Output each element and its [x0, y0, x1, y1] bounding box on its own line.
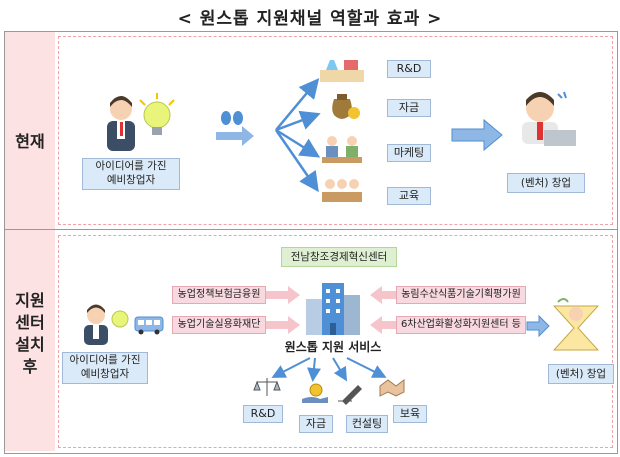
after-service-incubation: 보육	[393, 405, 427, 423]
current-person-label: 아이디어를 가진 예비창업자	[82, 158, 180, 190]
after-panel	[58, 235, 613, 448]
current-service-rnd: R&D	[387, 60, 431, 78]
right-org-arrows	[370, 286, 406, 334]
worried-founder-icon	[522, 91, 576, 146]
fan-arrows	[274, 78, 321, 193]
current-side-column	[5, 32, 55, 229]
left-org-arrows	[266, 286, 300, 334]
building-icon	[306, 283, 360, 335]
current-section-label: 현재	[15, 132, 45, 151]
handshake-icon	[379, 379, 405, 397]
diagram-frame	[4, 31, 618, 454]
money-bag-icon	[332, 94, 360, 119]
result-arrow	[451, 118, 503, 152]
entrepreneur-icon-after	[84, 304, 129, 345]
bus-icon	[134, 316, 164, 335]
current-service-education: 교육	[387, 187, 431, 205]
after-side-column	[5, 230, 55, 451]
education-class-icon	[322, 179, 362, 202]
after-service-funding: 자금	[299, 415, 333, 433]
left-org-2: 농업기술실용화재단	[172, 316, 266, 334]
right-org-1: 농림수산식품기술기획평가원	[396, 286, 526, 304]
after-section-label: 지원 센터 설치 후	[15, 291, 45, 376]
hub-fan-arrows	[271, 357, 387, 382]
hand-coin-icon	[302, 383, 328, 403]
innovation-center-label: 전남창조경제혁신센터	[281, 247, 397, 267]
section-divider	[4, 229, 618, 230]
page-title: < 원스톱 지원채널 역할과 효과 >	[177, 9, 443, 29]
scale-icon	[253, 378, 281, 396]
successful-founder-icon	[552, 298, 600, 351]
hub-label: 원스톱 지원 서비스	[284, 340, 382, 354]
after-service-consulting: 컨설팅	[346, 415, 388, 433]
entrepreneur-idea-icon	[107, 93, 175, 151]
lab-equipment-icon	[320, 60, 364, 82]
right-org-2: 6차산업화활성화지원센터 등	[396, 316, 526, 334]
current-result-label: (벤처) 창업	[507, 173, 585, 193]
marketing-meeting-icon	[322, 136, 362, 163]
after-service-rnd: R&D	[243, 405, 283, 423]
current-service-funding: 자금	[387, 99, 431, 117]
after-result-arrow	[526, 314, 550, 338]
after-person-label: 아이디어를 가진 예비창업자	[62, 352, 148, 384]
pen-writing-icon	[338, 385, 362, 405]
current-service-marketing: 마케팅	[387, 144, 431, 162]
footsteps-arrow-icon	[216, 111, 254, 146]
left-org-1: 농업정책보험금융원	[172, 286, 266, 304]
after-result-label: (벤처) 창업	[548, 364, 614, 384]
